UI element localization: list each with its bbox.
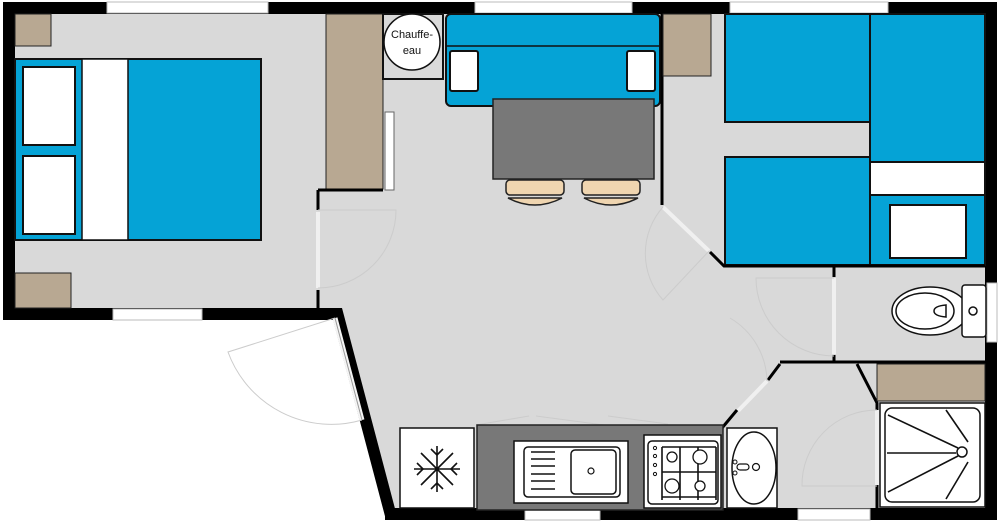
- double-bed: [14, 58, 262, 241]
- radiator: [384, 111, 395, 191]
- wardrobe: [325, 13, 384, 190]
- single-bed: [724, 156, 871, 266]
- window: [729, 1, 889, 14]
- nightstand: [14, 13, 52, 47]
- toilet-room: [755, 266, 987, 364]
- gas-stove: [643, 434, 722, 509]
- window: [106, 1, 269, 14]
- window: [797, 508, 871, 521]
- washbasin: [726, 427, 778, 509]
- second-bedroom: [644, 13, 986, 301]
- bunk-bed: [869, 13, 986, 163]
- entrance-door[interactable]: [227, 317, 365, 425]
- window: [986, 282, 998, 343]
- water-heater-label: Chauffe-: [391, 29, 433, 41]
- bathroom: [726, 317, 986, 510]
- shower: [879, 402, 986, 508]
- kitchen: [399, 409, 739, 511]
- snowflake-icon: [414, 446, 460, 492]
- cabinet: [876, 363, 986, 402]
- pillow: [22, 66, 76, 146]
- dining-table: [492, 98, 655, 180]
- bedroom-door-swing: [317, 209, 397, 289]
- master-bedroom: [14, 13, 397, 312]
- chairs: [505, 179, 641, 206]
- toilet: [891, 284, 987, 338]
- window: [112, 308, 203, 321]
- pillow: [22, 155, 76, 235]
- fridge: [399, 427, 475, 509]
- bedroom-door-swing: [644, 206, 710, 301]
- kitchen-sink: [513, 440, 629, 504]
- water-heater-label: eau: [403, 45, 421, 57]
- cabinet: [662, 13, 712, 77]
- water-heater: Chauffe- eau: [382, 13, 444, 80]
- cabinet: [14, 272, 72, 309]
- sofa: [445, 13, 661, 107]
- single-bed: [724, 13, 871, 123]
- cushion: [626, 50, 656, 92]
- cushion: [449, 50, 479, 92]
- window: [474, 1, 633, 14]
